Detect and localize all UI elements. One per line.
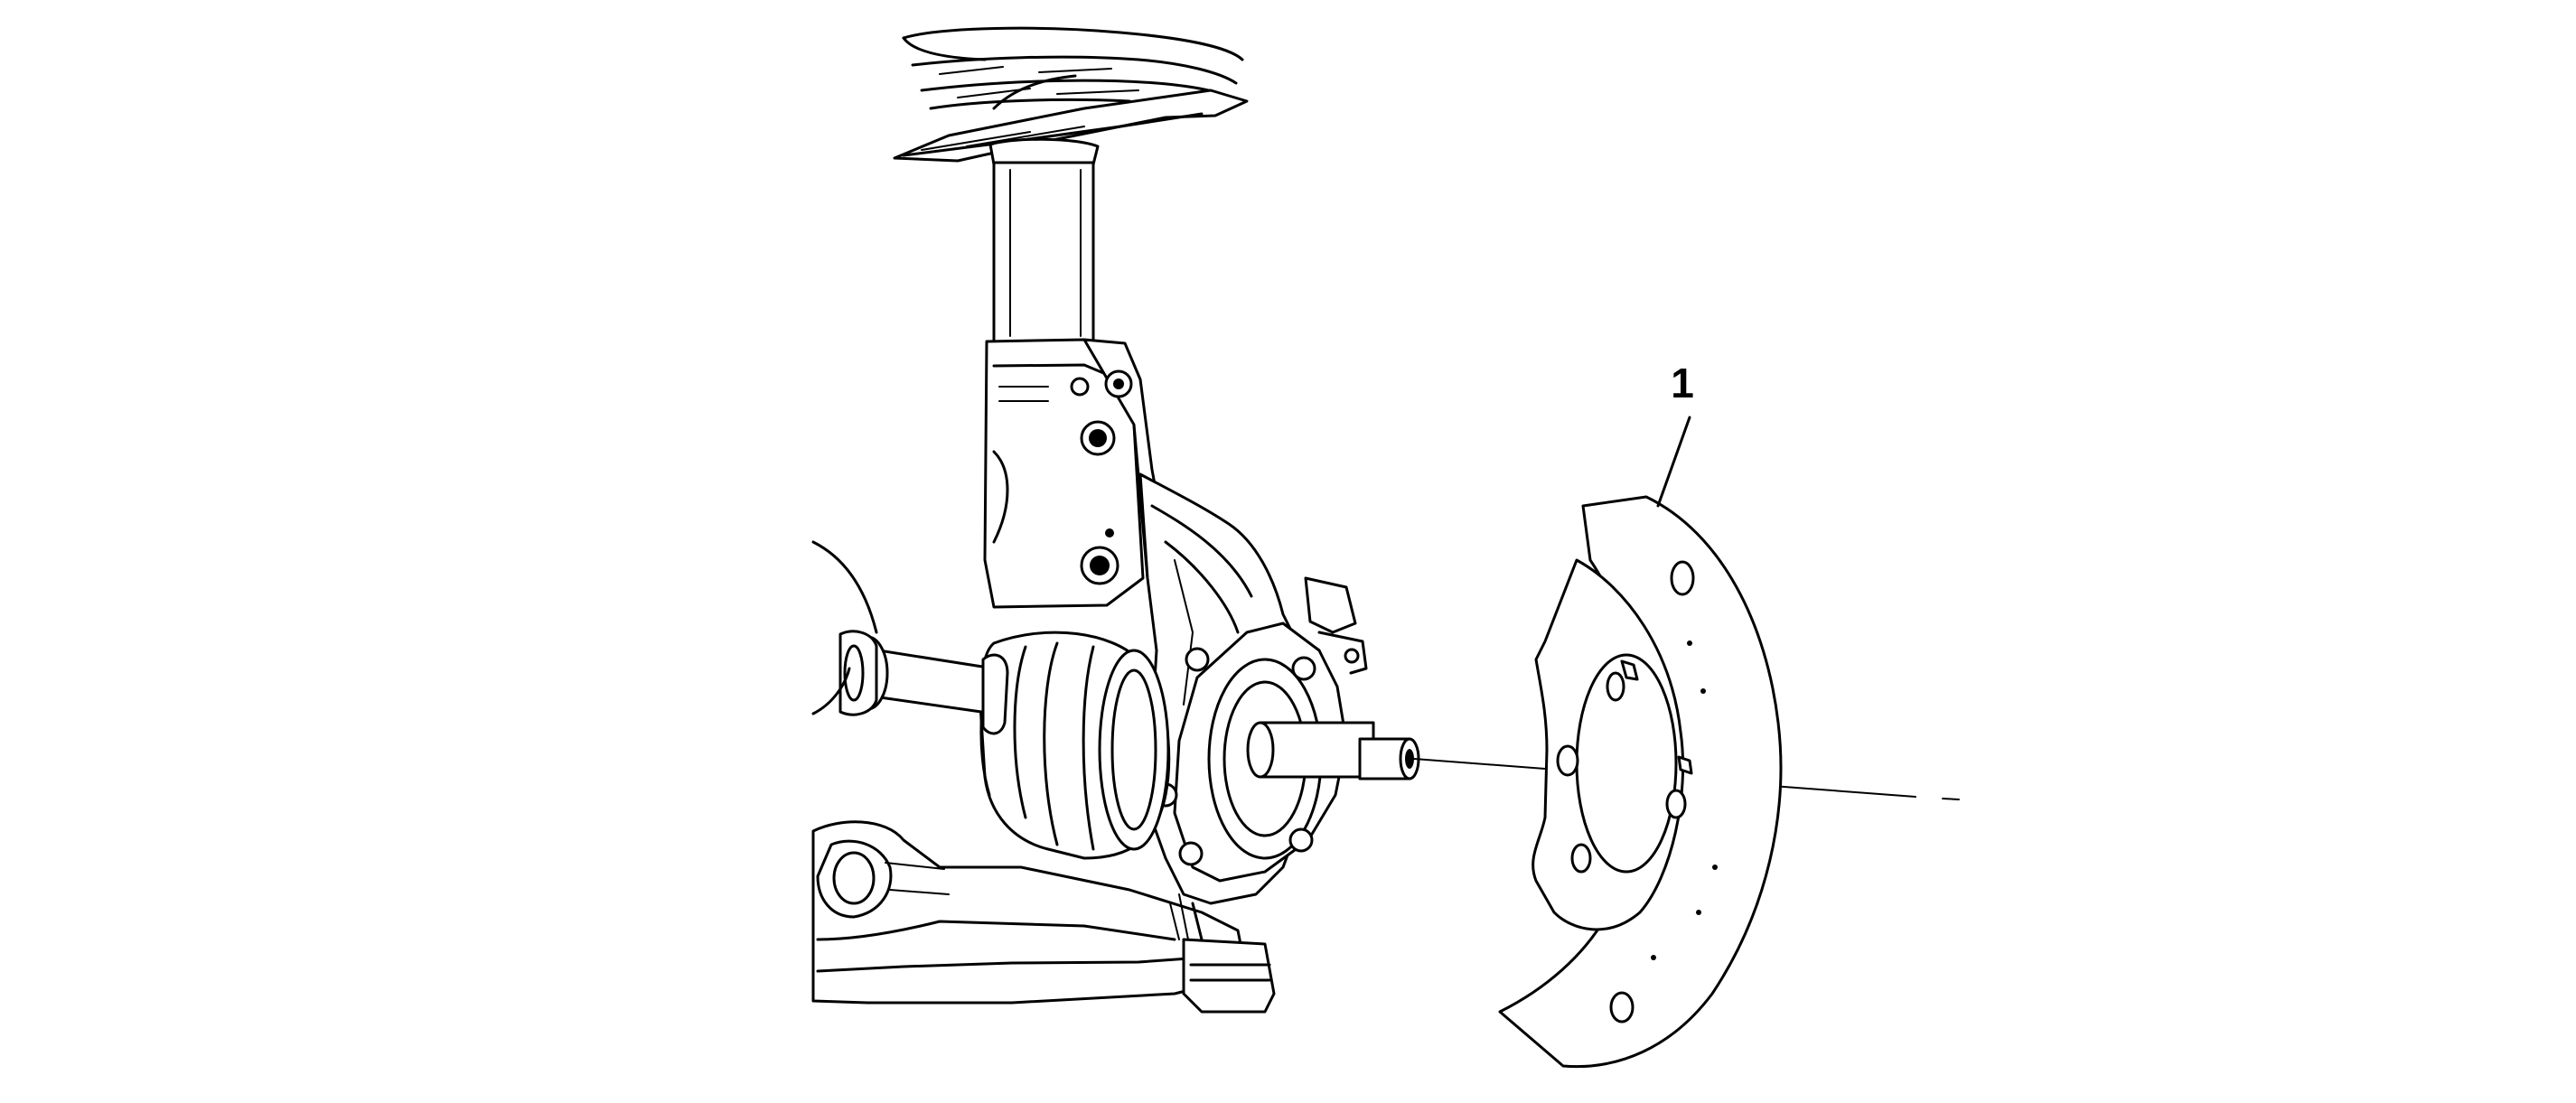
axle-stub-shaft [1246,721,1420,781]
strut-shock-absorber [992,161,1095,345]
callout-label: 1 [1671,360,1694,407]
brake-splash-shield [1498,495,1783,1069]
coil-spring-assembly [893,26,1249,173]
halfshaft [811,540,1009,735]
callout-1: 1 [1656,360,1694,508]
strut-bracket [983,338,1167,609]
lower-control-arm [811,820,1276,1014]
cv-joint-boot [979,631,1171,860]
